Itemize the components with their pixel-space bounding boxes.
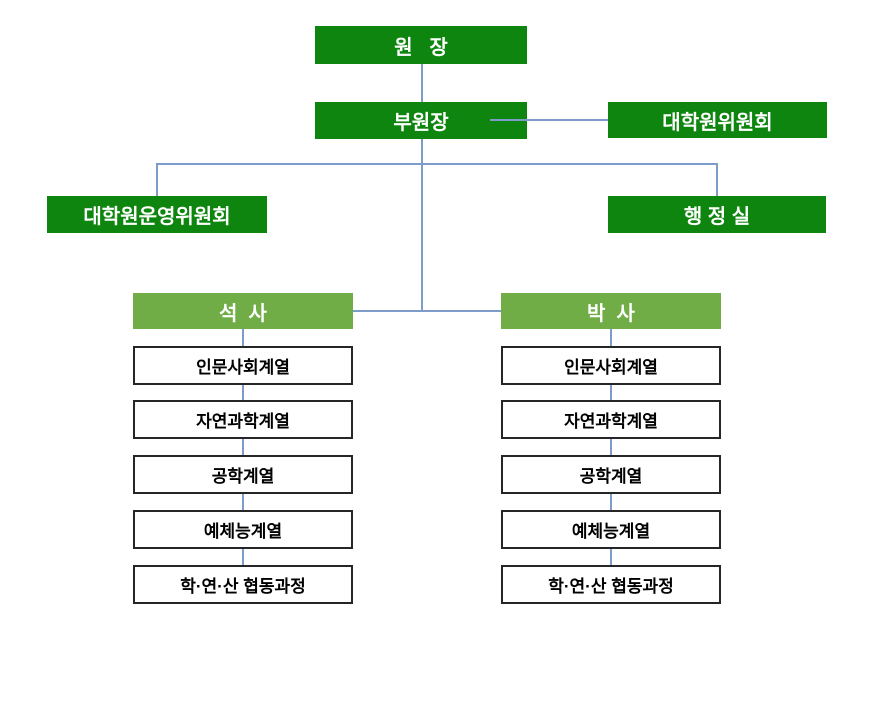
- connector-masters-doctoral: [353, 310, 501, 312]
- doctoral-track-arts-physical: 예체능계열: [501, 510, 721, 549]
- graduate-committee-node: 대학원위원회: [608, 102, 827, 138]
- connector-drop-admin: [716, 163, 718, 197]
- doctoral-track-cooperative-course: 학·연·산 협동과정: [501, 565, 721, 604]
- masters-track-arts-physical: 예체능계열: [133, 510, 353, 549]
- connector-branch-horizontal: [156, 163, 718, 165]
- deputy-director-node: 부원장: [315, 102, 527, 139]
- doctoral-track-humanities-social: 인문사회계열: [501, 346, 721, 385]
- doctoral-node: 박 사: [501, 293, 721, 329]
- masters-track-natural-sciences: 자연과학계열: [133, 400, 353, 439]
- connector-drop-operating: [156, 163, 158, 197]
- connector-doctoral-column: [610, 329, 612, 566]
- graduate-operating-committee-node: 대학원운영위원회: [47, 196, 267, 233]
- administration-office-node: 행 정 실: [608, 196, 826, 233]
- director-node: 원 장: [315, 26, 527, 64]
- masters-node: 석 사: [133, 293, 353, 329]
- masters-track-humanities-social: 인문사회계열: [133, 346, 353, 385]
- connector-masters-column: [242, 329, 244, 566]
- connector-deputy-down: [421, 139, 423, 312]
- connector-director-deputy: [421, 63, 423, 103]
- masters-track-cooperative-course: 학·연·산 협동과정: [133, 565, 353, 604]
- doctoral-track-engineering: 공학계열: [501, 455, 721, 494]
- masters-track-engineering: 공학계열: [133, 455, 353, 494]
- connector-deputy-committee: [490, 119, 608, 121]
- doctoral-track-natural-sciences: 자연과학계열: [501, 400, 721, 439]
